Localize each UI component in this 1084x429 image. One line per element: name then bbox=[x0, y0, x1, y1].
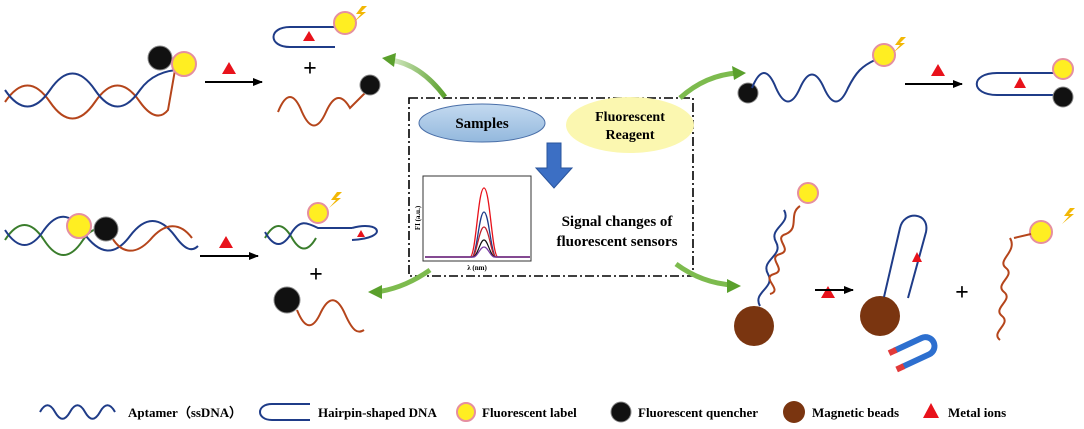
panel-bottom-left: + bbox=[4, 192, 378, 333]
spectrum-black bbox=[425, 239, 530, 258]
fluorescent-label bbox=[797, 182, 819, 204]
lightning-icon bbox=[893, 37, 906, 53]
plus-sign: + bbox=[309, 262, 323, 288]
spectrum-x-label: λ (nm) bbox=[467, 264, 487, 272]
spectrum-purple bbox=[425, 246, 530, 258]
fluorescent-label bbox=[307, 202, 329, 224]
legend-ion-label: Metal ions bbox=[948, 405, 1006, 420]
green-strand bbox=[4, 224, 101, 256]
lightning-icon bbox=[354, 6, 367, 22]
samples-ellipse bbox=[418, 103, 546, 143]
hairpin-dna bbox=[351, 224, 378, 241]
spectrum-y-label: FI (a.u.) bbox=[414, 205, 422, 230]
legend-aptamer-icon bbox=[39, 404, 116, 420]
metal-ion bbox=[219, 236, 233, 248]
complement-strand bbox=[996, 237, 1013, 341]
metal-ion bbox=[931, 64, 945, 76]
lightning-icon bbox=[329, 192, 342, 208]
legend-hairpin-icon bbox=[259, 403, 310, 421]
legend-quencher-label: Fluorescent quencher bbox=[638, 405, 758, 420]
fluorescent-label bbox=[66, 213, 92, 239]
magnetic-bead bbox=[860, 296, 900, 336]
reagent-label-line1: Fluorescent bbox=[595, 110, 665, 125]
quencher-dot bbox=[359, 74, 381, 96]
dash-dot-frame bbox=[408, 97, 694, 277]
green-strand bbox=[264, 225, 317, 250]
green-arrow-bottom-right bbox=[674, 261, 734, 288]
complement-strand bbox=[768, 205, 801, 295]
complement-strand bbox=[296, 299, 365, 333]
complement-strand bbox=[109, 225, 193, 252]
panel-bottom-right: + bbox=[734, 182, 1075, 373]
green-arrow-bottom-left bbox=[375, 267, 432, 295]
legend-ion-icon bbox=[923, 403, 939, 418]
connector-arrows bbox=[368, 53, 746, 299]
signal-label-line2: fluorescent sensors bbox=[557, 234, 678, 250]
legend-aptamer-label: Aptamer（ssDNA） bbox=[128, 405, 242, 420]
plus-sign: + bbox=[303, 56, 317, 82]
hairpin-dna bbox=[883, 214, 928, 299]
quencher-dot bbox=[93, 216, 119, 242]
aptamer-strand bbox=[4, 215, 199, 252]
quencher-dot bbox=[1052, 86, 1074, 108]
green-arrow-top-left bbox=[389, 57, 448, 99]
fluorescent-label bbox=[171, 51, 197, 77]
fluorescent-label bbox=[1052, 58, 1074, 80]
spectrum-red-tall bbox=[425, 187, 530, 258]
metal-ion bbox=[222, 62, 236, 74]
complement-strand bbox=[4, 69, 176, 120]
aptamer-strand bbox=[4, 69, 181, 108]
aptamer-strand bbox=[751, 59, 876, 103]
green-arrow-top-right bbox=[678, 70, 739, 100]
legend-fluor-label: Fluorescent label bbox=[482, 405, 577, 420]
complement-strand bbox=[277, 91, 367, 127]
plus-sign: + bbox=[955, 280, 969, 306]
fluorescent-label bbox=[1029, 220, 1053, 244]
green-arrowhead bbox=[382, 53, 396, 67]
metal-ion bbox=[821, 286, 835, 298]
green-arrowhead bbox=[368, 285, 382, 299]
metal-ion bbox=[303, 31, 315, 41]
magnet-icon bbox=[887, 334, 938, 373]
legend-bead-icon bbox=[783, 401, 805, 423]
hairpin-dna bbox=[976, 72, 1060, 96]
legend-quencher-icon bbox=[610, 401, 632, 423]
panel-top-left: + bbox=[4, 6, 381, 127]
samples-label: Samples bbox=[455, 116, 509, 132]
quencher-dot bbox=[273, 286, 301, 314]
fluorescent-label bbox=[333, 11, 357, 35]
green-arrowhead bbox=[727, 279, 741, 293]
metal-ion bbox=[912, 252, 922, 262]
green-arrowhead bbox=[732, 66, 746, 80]
fluorescent-label bbox=[872, 43, 896, 67]
reagent-ellipse bbox=[566, 97, 694, 153]
lightning-icon bbox=[1062, 208, 1075, 224]
signal-label-line1: Signal changes of bbox=[562, 214, 674, 230]
spectrum-red-mid bbox=[425, 226, 530, 258]
metal-ion bbox=[1014, 77, 1026, 88]
aptamer-strand bbox=[757, 209, 787, 307]
down-arrow-icon bbox=[534, 142, 574, 189]
legend-hairpin-label: Hairpin-shaped DNA bbox=[318, 405, 437, 420]
quencher-dot bbox=[737, 82, 759, 104]
hairpin-dna bbox=[272, 26, 335, 48]
center-panel: Samples Fluorescent Reagent FI (a.u.) λ … bbox=[408, 97, 694, 277]
panel-top-right bbox=[737, 37, 1074, 108]
reagent-label-line2: Reagent bbox=[606, 128, 655, 143]
legend: Aptamer（ssDNA） Hairpin-shaped DNA Fluore… bbox=[39, 401, 1006, 423]
metal-ion bbox=[357, 230, 365, 237]
legend-fluor-icon bbox=[456, 402, 476, 422]
legend-bead-label: Magnetic beads bbox=[812, 405, 899, 420]
aptamer-strand bbox=[264, 222, 352, 245]
quencher-dot bbox=[147, 45, 173, 71]
magnetic-bead bbox=[734, 306, 774, 346]
